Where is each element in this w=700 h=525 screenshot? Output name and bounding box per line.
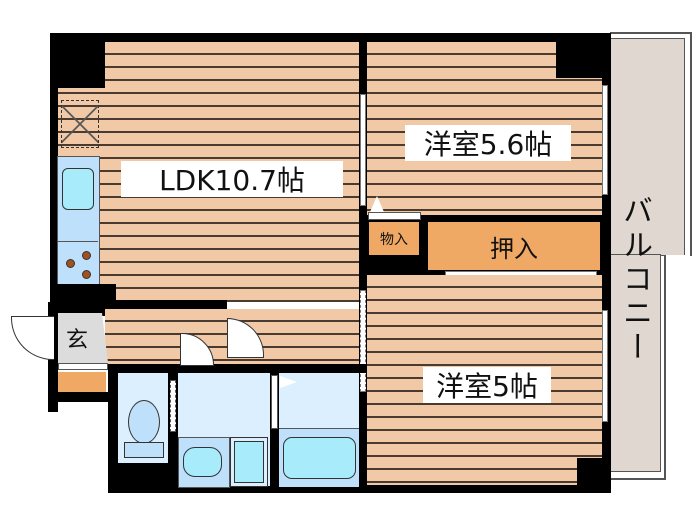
wall-hall-top bbox=[105, 300, 227, 309]
wall-washroom-right bbox=[270, 373, 279, 493]
western2-label: 洋室5帖 bbox=[423, 367, 551, 403]
balcony-label: バルコニー bbox=[617, 195, 652, 365]
pillar-ldk bbox=[50, 33, 105, 88]
wall-entrance-bottom bbox=[48, 392, 116, 402]
outer-wall-right bbox=[602, 33, 611, 493]
door-triangle-icon bbox=[370, 196, 384, 212]
shoe-box bbox=[58, 372, 106, 392]
ldk-label: LDK10.7帖 bbox=[121, 161, 343, 197]
closet-oshiire[interactable]: 押入 bbox=[428, 222, 600, 270]
kitchen-divider bbox=[57, 241, 98, 242]
bathtub-icon bbox=[283, 437, 356, 479]
outer-wall-left-upper bbox=[50, 33, 58, 303]
outer-wall-top bbox=[50, 33, 610, 42]
wall-center bbox=[359, 33, 367, 493]
washbasin-icon bbox=[183, 447, 222, 477]
washing-machine-icon bbox=[230, 437, 268, 487]
western1-label: 洋室5.6帖 bbox=[405, 125, 571, 161]
toilet-tank-icon bbox=[124, 442, 164, 458]
pillar-western1 bbox=[556, 33, 611, 78]
sliding-door-ldk-western1[interactable] bbox=[360, 94, 366, 206]
door-triangle-icon bbox=[280, 376, 297, 388]
toilet-sliding-door[interactable] bbox=[170, 380, 176, 432]
wall-wet-left bbox=[108, 364, 118, 493]
wall-toilet-bottom bbox=[108, 463, 178, 493]
oshiire-label: 押入 bbox=[490, 234, 538, 263]
pillar-western2 bbox=[577, 458, 611, 493]
balcony-lower bbox=[610, 254, 661, 472]
front-door[interactable] bbox=[11, 316, 54, 360]
wall-toilet-right bbox=[168, 373, 178, 493]
entrance-genkan bbox=[58, 313, 108, 363]
sink-icon bbox=[62, 168, 94, 210]
storage-monoire[interactable]: 物入 bbox=[369, 222, 419, 256]
wall-western2-left-top bbox=[367, 255, 425, 263]
storage-door[interactable] bbox=[368, 212, 421, 220]
window-western2[interactable] bbox=[602, 310, 608, 422]
sliding-door-ldk-western2[interactable] bbox=[360, 290, 366, 392]
monoire-label: 物入 bbox=[380, 232, 408, 248]
stove-burner-icon bbox=[66, 259, 75, 268]
refrigerator-space bbox=[61, 100, 99, 148]
stove-burner-icon bbox=[82, 270, 91, 279]
window-western1[interactable] bbox=[602, 85, 608, 195]
toilet-bowl-icon bbox=[128, 400, 160, 444]
bathroom-door[interactable] bbox=[271, 375, 278, 429]
genkan-label: 玄 bbox=[66, 328, 89, 353]
stove-burner-icon bbox=[82, 251, 91, 260]
wall-hall-bottom bbox=[108, 364, 367, 373]
balcony bbox=[610, 38, 685, 255]
shoe-box-door bbox=[58, 363, 108, 370]
